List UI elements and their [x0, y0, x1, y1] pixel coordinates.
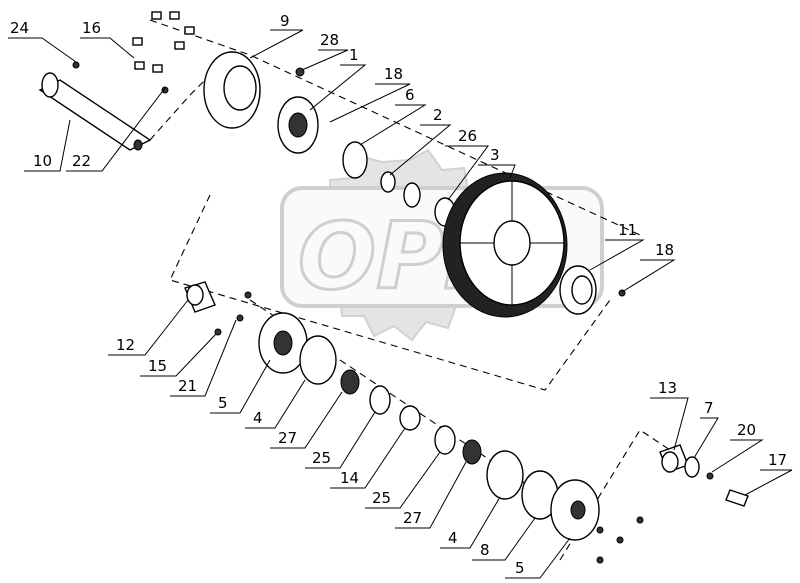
callout-4-right: 4 [448, 529, 458, 547]
ring-11-part [559, 265, 597, 315]
bolts-upper [132, 11, 305, 94]
callout-14: 14 [340, 469, 359, 487]
ring-2-part [380, 171, 396, 193]
washer-7-part [684, 456, 700, 478]
shaft-part [38, 72, 152, 151]
bearing-25b-part [434, 425, 456, 455]
gasket-4-part [299, 335, 337, 385]
seal-27-part [340, 369, 360, 395]
callout-5-right: 5 [515, 559, 525, 577]
leader-lines [8, 29, 793, 579]
callout-labels: 24 16 9 28 1 18 6 2 26 3 10 22 11 18 12 … [10, 12, 787, 577]
callout-26: 26 [458, 127, 477, 145]
callout-21: 21 [178, 377, 197, 395]
bushing-12-part [184, 281, 216, 313]
callout-27-left: 27 [278, 429, 297, 447]
seal-27b-part [462, 439, 482, 465]
callout-5-left: 5 [218, 394, 228, 412]
callout-8: 8 [480, 541, 490, 559]
callout-15: 15 [148, 357, 167, 375]
callout-17: 17 [768, 451, 787, 469]
callout-6: 6 [405, 86, 415, 104]
spacer-14-part [399, 405, 421, 431]
callout-2: 2 [433, 106, 443, 124]
callout-25-left: 25 [312, 449, 331, 467]
callout-18-top: 18 [384, 65, 403, 83]
hub-part [277, 96, 319, 154]
callout-7: 7 [704, 399, 714, 417]
callout-24: 24 [10, 19, 29, 37]
callout-4-left: 4 [253, 409, 263, 427]
end-cover-5-part [550, 479, 600, 541]
callout-11: 11 [618, 221, 637, 239]
callout-20: 20 [737, 421, 756, 439]
callout-9: 9 [280, 12, 290, 30]
callout-13: 13 [658, 379, 677, 397]
washer-6-part [342, 141, 368, 179]
callout-3: 3 [490, 146, 500, 164]
ring-part [403, 182, 421, 208]
callout-27-right: 27 [403, 509, 422, 527]
wheel-part [442, 172, 568, 318]
bolt-17-part [725, 489, 749, 507]
bearing-housing-part [258, 312, 308, 374]
bolts-lower [214, 291, 644, 564]
callout-18-right: 18 [655, 241, 674, 259]
callout-16: 16 [82, 19, 101, 37]
callout-12: 12 [116, 336, 135, 354]
callout-28: 28 [320, 31, 339, 49]
flange-part [203, 51, 261, 129]
callout-22: 22 [72, 152, 91, 170]
pin-part [72, 61, 80, 69]
washer-20-part [706, 472, 714, 480]
callout-10: 10 [33, 152, 52, 170]
callout-1: 1 [349, 46, 359, 64]
callout-25-right: 25 [372, 489, 391, 507]
gasket-4b-part [486, 450, 524, 500]
bearing-25-part [369, 385, 391, 415]
